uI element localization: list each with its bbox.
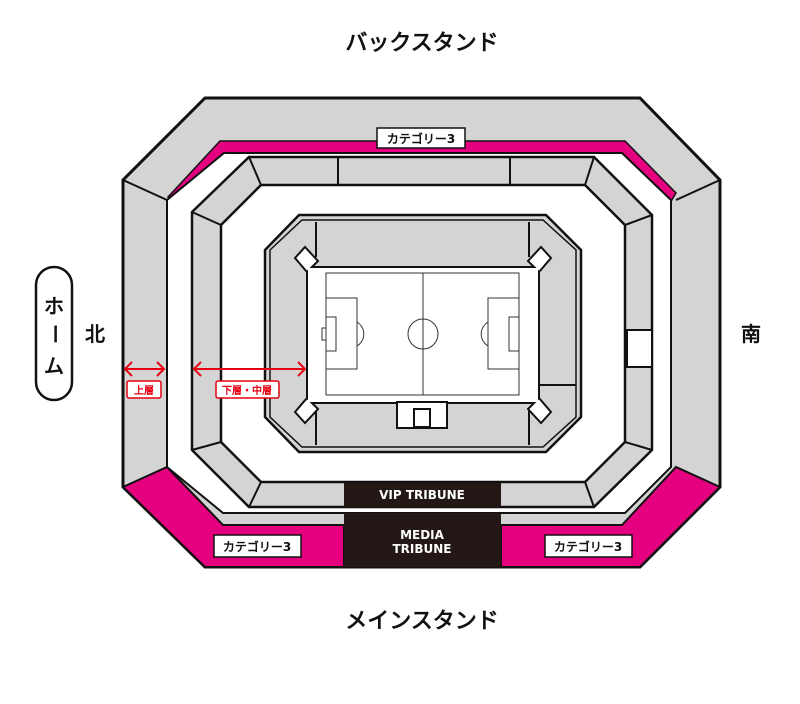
- category-label: カテゴリー3: [223, 539, 291, 554]
- south-gate-opening: [626, 329, 653, 368]
- pitch: [321, 272, 520, 396]
- main-stand-title: メインスタンド: [345, 609, 499, 634]
- vip-tribune[interactable]: [344, 483, 501, 507]
- category-label: カテゴリー3: [387, 131, 455, 146]
- lower-middle-tier-label: 下層・中層: [222, 384, 272, 397]
- home-char: ム: [44, 354, 64, 378]
- vip-tribune-label: VIP TRIBUNE: [379, 488, 465, 502]
- category3-top-label: カテゴリー3: [376, 127, 466, 149]
- media-tribune-label: TRIBUNE: [392, 542, 451, 556]
- home-char: ー: [43, 324, 67, 344]
- media-tribune[interactable]: [344, 513, 501, 567]
- section-dividers: [191, 156, 653, 508]
- category3-bottom-left-label: カテゴリー3: [213, 534, 302, 558]
- north-label: 北: [85, 322, 105, 346]
- home-side-marker: ホ ー ム: [34, 265, 74, 402]
- south-label: 南: [741, 322, 761, 346]
- media-tribune-label: MEDIA: [400, 528, 445, 542]
- lower-tier-dividers: [315, 222, 576, 445]
- category-label: カテゴリー3: [554, 539, 622, 554]
- upper-tier-marker: [123, 361, 166, 399]
- lower-middle-tier-marker: [192, 361, 307, 399]
- category3-bottom-right-label: カテゴリー3: [544, 534, 633, 558]
- tunnel-notch: [396, 401, 448, 429]
- home-char: ホ: [44, 294, 64, 318]
- back-stand-title: バックスタンド: [345, 31, 498, 56]
- upper-tier-label: 上層: [134, 384, 154, 397]
